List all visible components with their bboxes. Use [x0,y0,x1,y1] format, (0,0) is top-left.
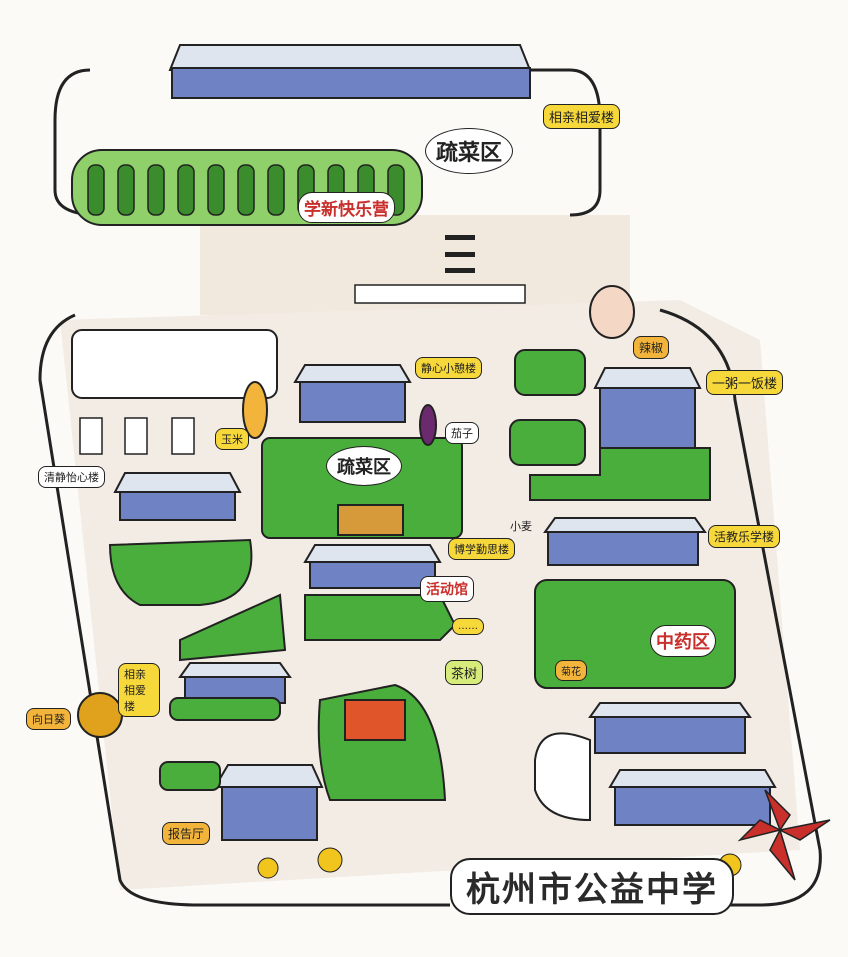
label-qingxin-building: 清静怡心楼 [38,466,105,488]
gate-fence [354,284,526,304]
pepper-icon [589,285,635,339]
red-house [344,699,406,741]
eggplant-icon [419,404,437,446]
road-right [659,308,822,907]
flower-icons [257,847,742,879]
basketball-courts [79,417,195,455]
pinwheel-icon [737,789,831,881]
stairs [445,235,475,273]
label-activity-hall: 活动馆 [420,576,474,602]
label-pepper: 辣椒 [633,336,670,359]
corn-icon [242,381,268,439]
gardens [108,349,736,801]
moon-gate [534,732,591,822]
road-top-right [520,68,602,217]
building-roofs [113,364,777,788]
label-love-building: 相亲相爱楼 [118,663,160,717]
label-herb-zone: 中药区 [650,625,716,657]
sunflower-icon [77,692,123,738]
label-quiet-building: 静心小憩楼 [415,357,482,379]
label-teaching-building: 活教乐学楼 [708,525,781,548]
label-top-building: 相亲相爱楼 [543,104,621,129]
label-dots-bubble: …… [452,618,484,635]
pavilion-hut [337,504,404,536]
label-wheat: 小麦 [510,520,532,533]
label-corn: 玉米 [215,428,249,450]
school-title: 杭州市公益中学 [450,858,734,915]
label-center-veg-zone: 疏菜区 [326,446,402,486]
top-building [168,44,532,99]
label-science-building: 博学勤思楼 [448,538,515,560]
label-happy-camp: 学新快乐营 [298,192,395,223]
sports-field [71,329,278,399]
label-sunflower: 向日葵 [26,708,71,730]
label-report-hall: 报告厅 [162,822,211,845]
label-tea: 茶树 [445,660,484,685]
label-eggplant: 茄子 [445,422,479,444]
label-chrysanthemum: 菊花 [555,660,587,681]
label-top-veg-zone: 疏菜区 [425,128,514,174]
road-left [38,313,450,907]
label-one-meal-building: 一粥一饭楼 [706,370,784,395]
